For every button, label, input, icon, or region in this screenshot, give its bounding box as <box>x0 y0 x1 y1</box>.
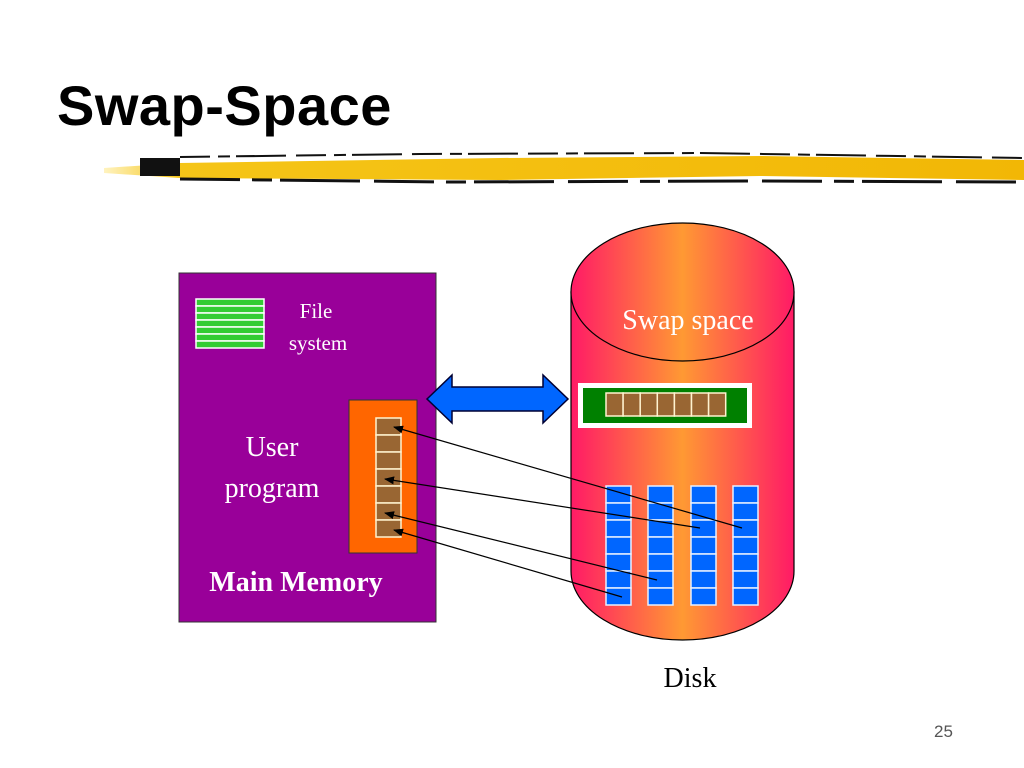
file-system-stripe <box>195 305 265 314</box>
file-system-stripe <box>195 312 265 321</box>
file-system-label-line2: system <box>289 331 347 355</box>
disk-block <box>732 536 759 555</box>
disk-cylinder <box>570 222 795 641</box>
disk-block <box>732 502 759 521</box>
program-page <box>375 434 402 453</box>
disk-block <box>647 587 674 606</box>
page-number: 25 <box>934 722 953 741</box>
file-system-stripe <box>195 326 265 335</box>
disk-block <box>690 570 717 589</box>
disk-block-columns <box>605 485 759 606</box>
mapping-arrow <box>393 528 623 598</box>
program-page <box>375 519 402 538</box>
swap-block <box>578 383 752 428</box>
disk-block <box>732 519 759 538</box>
program-page <box>375 485 402 504</box>
user-program-label-line1: User <box>246 432 300 463</box>
disk-block <box>690 485 717 504</box>
swap-space-label: Swap space <box>622 305 753 336</box>
disk-block <box>647 485 674 504</box>
mapping-arrow <box>393 425 743 529</box>
page-mapping-arrows <box>384 425 743 598</box>
disk-block <box>732 485 759 504</box>
disk-block <box>732 587 759 606</box>
disk-block <box>690 536 717 555</box>
file-system-stripe <box>195 298 265 307</box>
program-page <box>375 502 402 521</box>
disk-block <box>647 570 674 589</box>
disk-block <box>732 570 759 589</box>
disk-block <box>647 553 674 572</box>
file-system-stripe <box>195 333 265 342</box>
title-underline-brush <box>104 151 1024 184</box>
program-page <box>375 417 402 436</box>
disk-block <box>605 536 632 555</box>
mapping-arrow <box>384 476 701 529</box>
main-memory-label: Main Memory <box>209 567 382 598</box>
disk-block <box>690 553 717 572</box>
slide-title: Swap-Space <box>57 74 392 137</box>
disk-block <box>605 519 632 538</box>
disk-block <box>605 570 632 589</box>
program-page <box>375 451 402 470</box>
program-pages <box>375 417 402 538</box>
disk-block <box>647 536 674 555</box>
swap-page <box>605 392 624 417</box>
swap-page <box>639 392 659 417</box>
swap-page <box>656 392 676 417</box>
disk-block <box>690 519 717 538</box>
mapping-arrow <box>384 511 658 581</box>
user-program-label-line2: program <box>225 473 320 504</box>
swap-page <box>673 392 693 417</box>
file-system-label-line1: File <box>300 299 333 323</box>
swap-block-pages <box>605 392 727 417</box>
disk-label: Disk <box>664 663 717 694</box>
disk-block <box>647 519 674 538</box>
swap-page <box>690 392 710 417</box>
swap-page <box>622 392 641 417</box>
swap-transfer-double-arrow <box>425 373 570 425</box>
program-page <box>375 468 402 487</box>
file-system-icon <box>195 298 265 349</box>
file-system-stripe <box>195 340 265 349</box>
swap-page <box>707 392 727 417</box>
disk-block <box>605 502 632 521</box>
disk-block <box>690 587 717 606</box>
disk-block <box>647 502 674 521</box>
disk-block <box>732 553 759 572</box>
file-system-stripe <box>195 319 265 328</box>
